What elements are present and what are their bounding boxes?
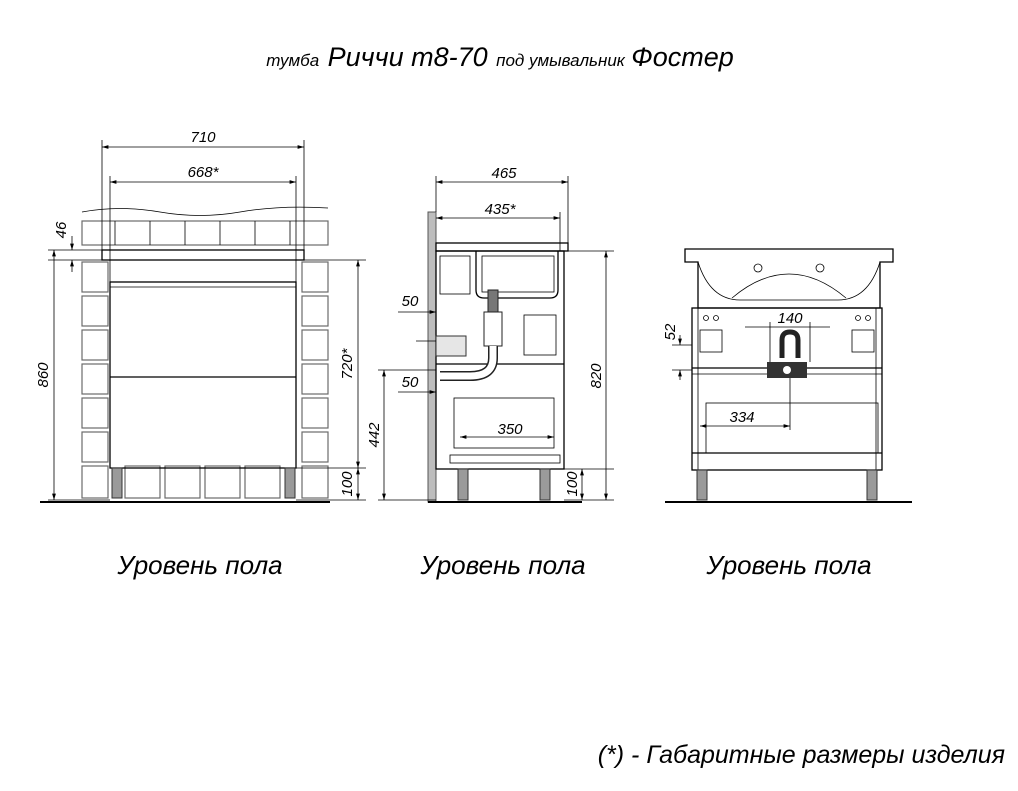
front-cabinet-body	[109, 281, 297, 469]
title-model: Риччи т8-70	[328, 42, 488, 72]
dim-front-width-inner: 668*	[188, 164, 220, 181]
title-middle: под умывальник	[496, 51, 626, 70]
dim-side-pipe-top: 50	[402, 293, 419, 310]
front-view: 710 668* 46 860 720* 100 Уровень пола	[35, 129, 366, 580]
side-wall	[427, 211, 437, 503]
dim-side-shelf-depth: 350	[497, 421, 523, 438]
front-leg-right	[284, 467, 296, 499]
dim-side-shelf-height: 442	[366, 422, 383, 448]
siphon	[435, 289, 503, 381]
back-view: 140 52 334 Уровень пола	[662, 248, 912, 580]
title-sink: Фостер	[631, 42, 734, 72]
back-sink	[684, 248, 894, 309]
dim-front-top-thickness: 46	[53, 221, 70, 238]
dim-back-cutout-height: 52	[662, 323, 679, 340]
footnote: (*) - Габаритные размеры изделия	[598, 741, 1005, 769]
side-view: 350 465 435* 50 50 442 820 100 Уровень	[366, 165, 614, 580]
title-prefix: тумба	[266, 51, 319, 70]
floor-label-back: Уровень пола	[705, 550, 871, 580]
dim-front-leg-height: 100	[339, 471, 356, 497]
front-leg-left	[111, 467, 123, 499]
dim-front-width-total: 710	[190, 129, 216, 146]
dim-side-depth-inner: 435*	[485, 201, 517, 218]
dim-back-offset: 334	[729, 409, 754, 426]
dim-side-pipe-bottom: 50	[402, 374, 419, 391]
front-tile-wall	[81, 206, 329, 499]
title: тумба Риччи т8-70 под умывальник Фостер	[266, 42, 734, 72]
dim-back-cutout-width: 140	[777, 310, 803, 327]
dim-side-leg-height: 100	[564, 471, 581, 497]
dim-side-height-total: 820	[588, 363, 605, 389]
dim-side-depth-total: 465	[491, 165, 517, 182]
floor-label-side: Уровень пола	[419, 550, 585, 580]
dim-front-height-total: 860	[35, 362, 52, 388]
dim-front-height-body: 720*	[339, 347, 356, 379]
floor-label-front: Уровень пола	[116, 550, 282, 580]
